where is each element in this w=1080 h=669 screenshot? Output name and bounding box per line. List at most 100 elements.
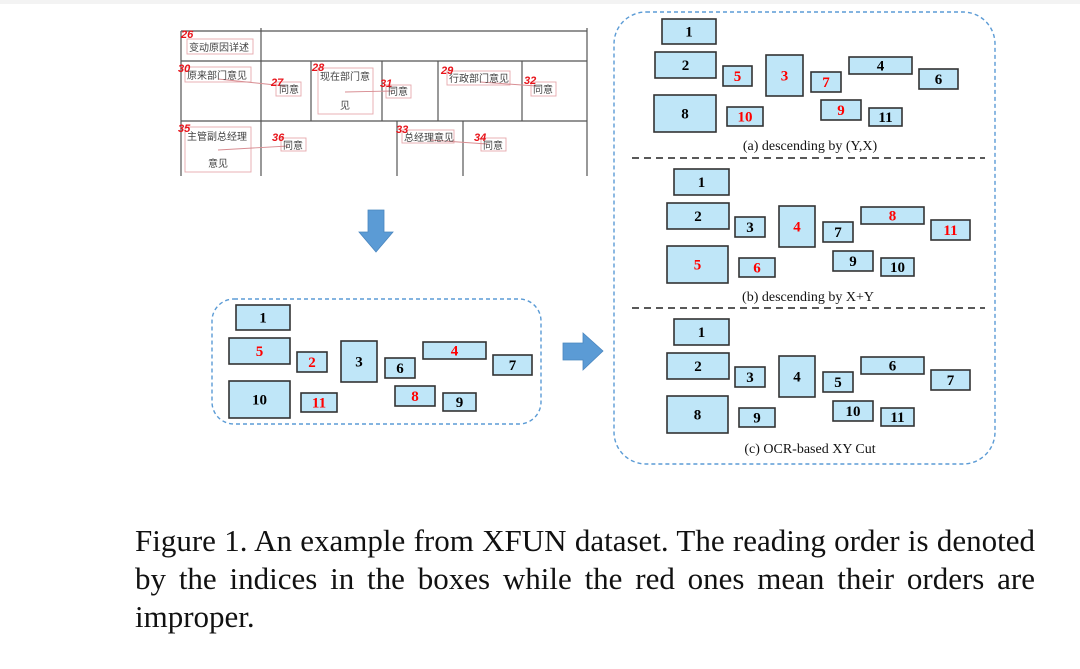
link-line xyxy=(344,90,394,93)
layout-box: 9 xyxy=(832,250,874,272)
layout-box-index: 11 xyxy=(890,410,904,426)
layout-box-rect xyxy=(860,356,925,375)
layout-box-rect xyxy=(765,54,804,97)
form-field-text: 见 xyxy=(340,100,350,112)
layout-box-index: 7 xyxy=(509,358,517,374)
layout-box-index: 2 xyxy=(682,58,690,74)
layout-box-index: 2 xyxy=(694,359,702,375)
layout-box: 5 xyxy=(822,371,854,393)
form-field-index: 29 xyxy=(440,65,454,77)
form-label-box xyxy=(280,137,307,152)
layout-box-index: 11 xyxy=(312,396,326,412)
layout-box: 2 xyxy=(654,51,717,79)
form-field-index: 32 xyxy=(524,75,536,87)
layout-box: 2 xyxy=(666,352,730,380)
layout-box: 7 xyxy=(930,369,971,391)
layout-box: 8 xyxy=(860,206,925,225)
layout-box: 11 xyxy=(930,219,971,241)
layout-box-index: 1 xyxy=(698,325,706,341)
layout-box: 5 xyxy=(722,65,753,87)
layout-box-index: 8 xyxy=(889,209,897,225)
layout-box-index: 5 xyxy=(256,344,264,360)
form-field-text: 意见 xyxy=(208,157,228,170)
layout-box-rect xyxy=(340,340,378,383)
layout-box-rect xyxy=(860,206,925,225)
arrow-down-icon xyxy=(358,209,394,253)
layout-box-rect xyxy=(810,71,842,93)
layout-box: 10 xyxy=(880,257,915,277)
layout-box-rect xyxy=(722,65,753,87)
layout-box-index: 6 xyxy=(753,261,761,277)
layout-box: 2 xyxy=(296,351,328,373)
layout-box-rect xyxy=(868,107,903,127)
link-line xyxy=(479,81,537,87)
link-line xyxy=(217,145,289,151)
layout-box-rect xyxy=(918,68,959,90)
layout-box: 6 xyxy=(860,356,925,375)
layout-box-rect xyxy=(778,355,816,398)
form-field-text: 同意 xyxy=(533,83,553,96)
layout-box: 5 xyxy=(666,245,729,284)
layout-box-rect xyxy=(666,352,730,380)
layout-box: 9 xyxy=(442,392,477,412)
form-field-index: 33 xyxy=(396,124,408,136)
layout-box-rect xyxy=(778,205,816,248)
layout-box-index: 7 xyxy=(947,373,955,389)
form-label-box xyxy=(530,81,557,97)
layout-box-index: 9 xyxy=(456,395,464,411)
layout-box: 4 xyxy=(848,56,913,75)
form-field-index: 28 xyxy=(311,62,325,74)
layout-box: 3 xyxy=(765,54,804,97)
layout-box: 10 xyxy=(228,380,291,419)
layout-box-index: 3 xyxy=(746,370,754,386)
form-field-index: 26 xyxy=(180,29,194,41)
figure-caption: Figure 1. An example from XFUN dataset. … xyxy=(135,523,1035,634)
layout-box: 7 xyxy=(822,221,854,243)
layout-box-index: 4 xyxy=(451,344,459,360)
form-label-box xyxy=(184,66,252,83)
layout-box: 8 xyxy=(666,395,729,434)
layout-box: 10 xyxy=(832,400,874,422)
layout-box: 8 xyxy=(394,385,436,407)
results-panel xyxy=(613,11,996,465)
layout-box-rect xyxy=(832,250,874,272)
form-label-box xyxy=(184,126,252,173)
layout-box-rect xyxy=(930,369,971,391)
form-field-index: 36 xyxy=(272,132,285,144)
layout-box-rect xyxy=(726,106,764,127)
layout-box-index: 6 xyxy=(935,72,943,88)
layout-box-rect xyxy=(822,371,854,393)
layout-box-index: 1 xyxy=(685,25,693,41)
form-field-index: 34 xyxy=(474,132,486,144)
layout-box-rect xyxy=(228,380,291,419)
layout-box-rect xyxy=(848,56,913,75)
layout-box-index: 9 xyxy=(849,254,857,270)
layout-box: 9 xyxy=(738,407,776,428)
layout-box-rect xyxy=(673,168,730,196)
form-field-text: 主管副总经理 xyxy=(187,130,247,143)
form-field-text: 原来部门意见 xyxy=(187,69,247,82)
layout-box: 2 xyxy=(666,202,730,230)
layout-box-rect xyxy=(880,257,915,277)
form-field-text: 同意 xyxy=(279,83,299,96)
layout-box-rect xyxy=(653,94,717,133)
form-label-box xyxy=(275,81,302,97)
panel-b-caption: (b) descending by X+Y xyxy=(742,290,874,305)
layout-box-index: 3 xyxy=(781,69,789,85)
layout-box-rect xyxy=(661,18,717,45)
layout-box: 4 xyxy=(778,205,816,248)
layout-box-rect xyxy=(654,51,717,79)
panel-c-caption: (c) OCR-based XY Cut xyxy=(744,442,875,457)
layout-box: 9 xyxy=(820,99,862,121)
layout-box-index: 7 xyxy=(822,75,830,91)
layout-box-index: 6 xyxy=(889,359,897,375)
layout-box-index: 11 xyxy=(943,223,957,239)
layout-box-index: 2 xyxy=(694,209,702,225)
layout-box-index: 8 xyxy=(411,389,419,405)
form-table-snippet: 26变动原因详述30原来部门意见27同意28现在部门意见31同意29行政部门意见… xyxy=(178,28,588,176)
